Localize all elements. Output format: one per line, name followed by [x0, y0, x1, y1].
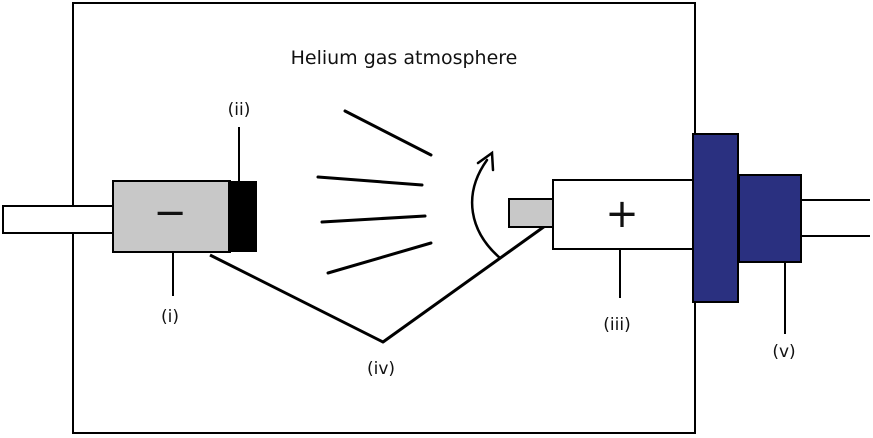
- anode-tip: [508, 198, 555, 228]
- leader-iv: [209, 224, 546, 344]
- cathode-target: [228, 181, 257, 252]
- plume-line: [326, 241, 433, 275]
- label-iv: (iv): [367, 359, 395, 379]
- label-iii: (iii): [603, 315, 630, 335]
- cathode-body: [112, 180, 231, 253]
- label-i: (i): [161, 307, 179, 327]
- plume-line: [316, 175, 424, 187]
- chamber-title: Helium gas atmosphere: [291, 47, 518, 69]
- flange-large: [692, 133, 739, 303]
- plasma-plume: [316, 109, 433, 275]
- curved-arrow-icon: [471, 150, 502, 260]
- label-ii: (ii): [228, 100, 251, 120]
- anode-sign: +: [605, 191, 639, 237]
- flange-small: [738, 174, 802, 263]
- cathode-rod: [2, 205, 116, 234]
- plume-line: [320, 214, 427, 224]
- label-v: (v): [772, 342, 795, 362]
- cathode-sign: −: [153, 190, 187, 236]
- plume-line: [343, 109, 433, 157]
